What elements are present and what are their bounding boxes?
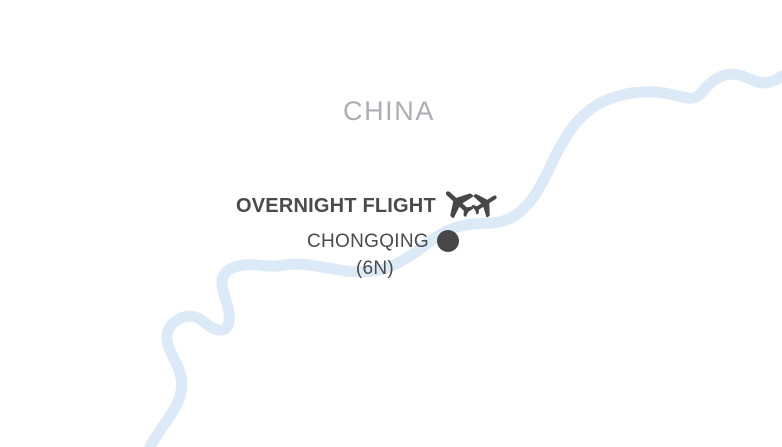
airplane-icon-group xyxy=(441,187,509,225)
city-label-chongqing: CHONGQING xyxy=(307,230,429,252)
airplane-icon xyxy=(471,194,497,218)
country-label-text: CHINA xyxy=(342,96,435,126)
river-border-path xyxy=(144,68,782,447)
airplane-takeoff-icon xyxy=(445,191,474,219)
country-label-china: CHINA xyxy=(0,96,782,127)
city-nights-label: (6N) xyxy=(355,258,395,279)
city-annotation-chongqing: CHONGQING xyxy=(307,230,459,252)
city-dot-marker xyxy=(436,230,459,252)
overnight-flight-annotation: OVERNIGHT FLIGHT xyxy=(236,187,509,225)
overnight-flight-label: OVERNIGHT FLIGHT xyxy=(236,195,436,217)
